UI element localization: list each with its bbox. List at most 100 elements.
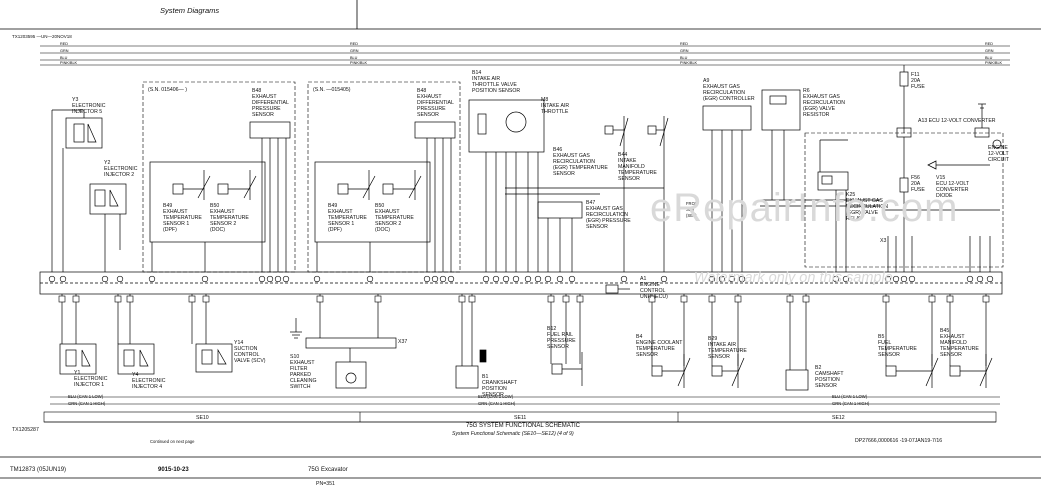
lower-injectors (59, 294, 233, 375)
ecu-pin (512, 275, 520, 283)
ecu-pin (313, 275, 321, 283)
ecu-pin (620, 275, 628, 283)
egr-controller (702, 105, 752, 272)
connector-pin (734, 295, 742, 303)
connector-pin (58, 295, 66, 303)
ecu-pin (534, 275, 542, 283)
can-low-label-left: BLU (CAN 1 LOW) (68, 394, 104, 399)
section-se10: SE10 (196, 415, 209, 421)
connector-pin (680, 295, 688, 303)
egr-relay (817, 137, 1000, 272)
label-sn2: (S.N. —015405) (313, 87, 351, 93)
rail-label: GRN (985, 49, 994, 53)
left-reference: TX1205287 (12, 427, 39, 433)
connector-pin (114, 295, 122, 303)
label-x37: X37 (398, 339, 408, 345)
connector-pin (202, 295, 210, 303)
ecu-pin (492, 275, 500, 283)
fuse-converter (896, 65, 1002, 149)
footer-sub: PN=351 (316, 481, 335, 487)
lower-temp-sensors (651, 294, 993, 391)
ecu-pin (908, 275, 916, 283)
sn-box-2 (307, 81, 461, 273)
ecu-pin (738, 275, 746, 283)
sensors-box-1 (149, 121, 291, 272)
connector-pin (562, 295, 570, 303)
ecu-pin (728, 275, 736, 283)
rail-label: BLU (60, 56, 68, 60)
can-high-label-left: GRN (CAN 1 HIGH) (68, 401, 106, 406)
ecu-pin (842, 275, 850, 283)
ecu-pin (524, 275, 532, 283)
right-reference: DP27666,0000616 -19-07JAN19-7/16 (855, 438, 943, 444)
ecu-pin (201, 275, 209, 283)
connector-pin (946, 295, 954, 303)
ecu-pin (544, 275, 552, 283)
rail-label: PINK/BLK (985, 61, 1003, 65)
connector-pin (126, 295, 134, 303)
rail-label: RED (985, 42, 993, 46)
connector-pin (708, 295, 716, 303)
connector-pin (72, 295, 80, 303)
label-sn1: (S.N. 015406— ) (148, 87, 187, 93)
connector-pin (982, 295, 990, 303)
watermark: eRepairInfo.com (650, 186, 959, 230)
connector-pin (882, 295, 890, 303)
rail-label: PINK/BLK (60, 61, 78, 65)
section-header: System Diagrams (160, 6, 220, 15)
ecu-pin (556, 275, 564, 283)
ecu-pin (832, 275, 840, 283)
sn-box-1 (142, 81, 296, 273)
ecu-pin (718, 275, 726, 283)
rail-label: GRN (60, 49, 69, 53)
ecu-pin (282, 275, 290, 283)
label-x3: X3 (880, 238, 887, 244)
rail-label: BLU (350, 56, 358, 60)
connector-pin (468, 295, 476, 303)
ecu-pin (482, 275, 490, 283)
ecu-pin (274, 275, 282, 283)
label-a13: A13 ECU 12-VOLT CONVERTER (918, 118, 996, 124)
ecu-bus (39, 271, 1003, 295)
rail-label: RED (680, 42, 688, 46)
ecu-pin (884, 275, 892, 283)
connector-pin (648, 295, 656, 303)
can-low-label-mid: BLU (CAN 1 LOW) (478, 394, 514, 399)
connector-pin (374, 295, 382, 303)
ecu-pin (148, 275, 156, 283)
section-se12: SE12 (832, 415, 845, 421)
egr-pressure-sensor (537, 201, 583, 272)
rail-label: BLU (985, 56, 993, 60)
ecu-pin (892, 275, 900, 283)
footer-model: 75G Excavator (308, 467, 348, 473)
ecu-pin (48, 275, 56, 283)
ecu-pin (900, 275, 908, 283)
egr-temp-sensors (505, 116, 669, 272)
can-high-label-right: GRN (CAN 1 HIGH) (832, 401, 870, 406)
ecu-pin (366, 275, 374, 283)
connector-pin (316, 295, 324, 303)
rail-label: RED (60, 42, 68, 46)
